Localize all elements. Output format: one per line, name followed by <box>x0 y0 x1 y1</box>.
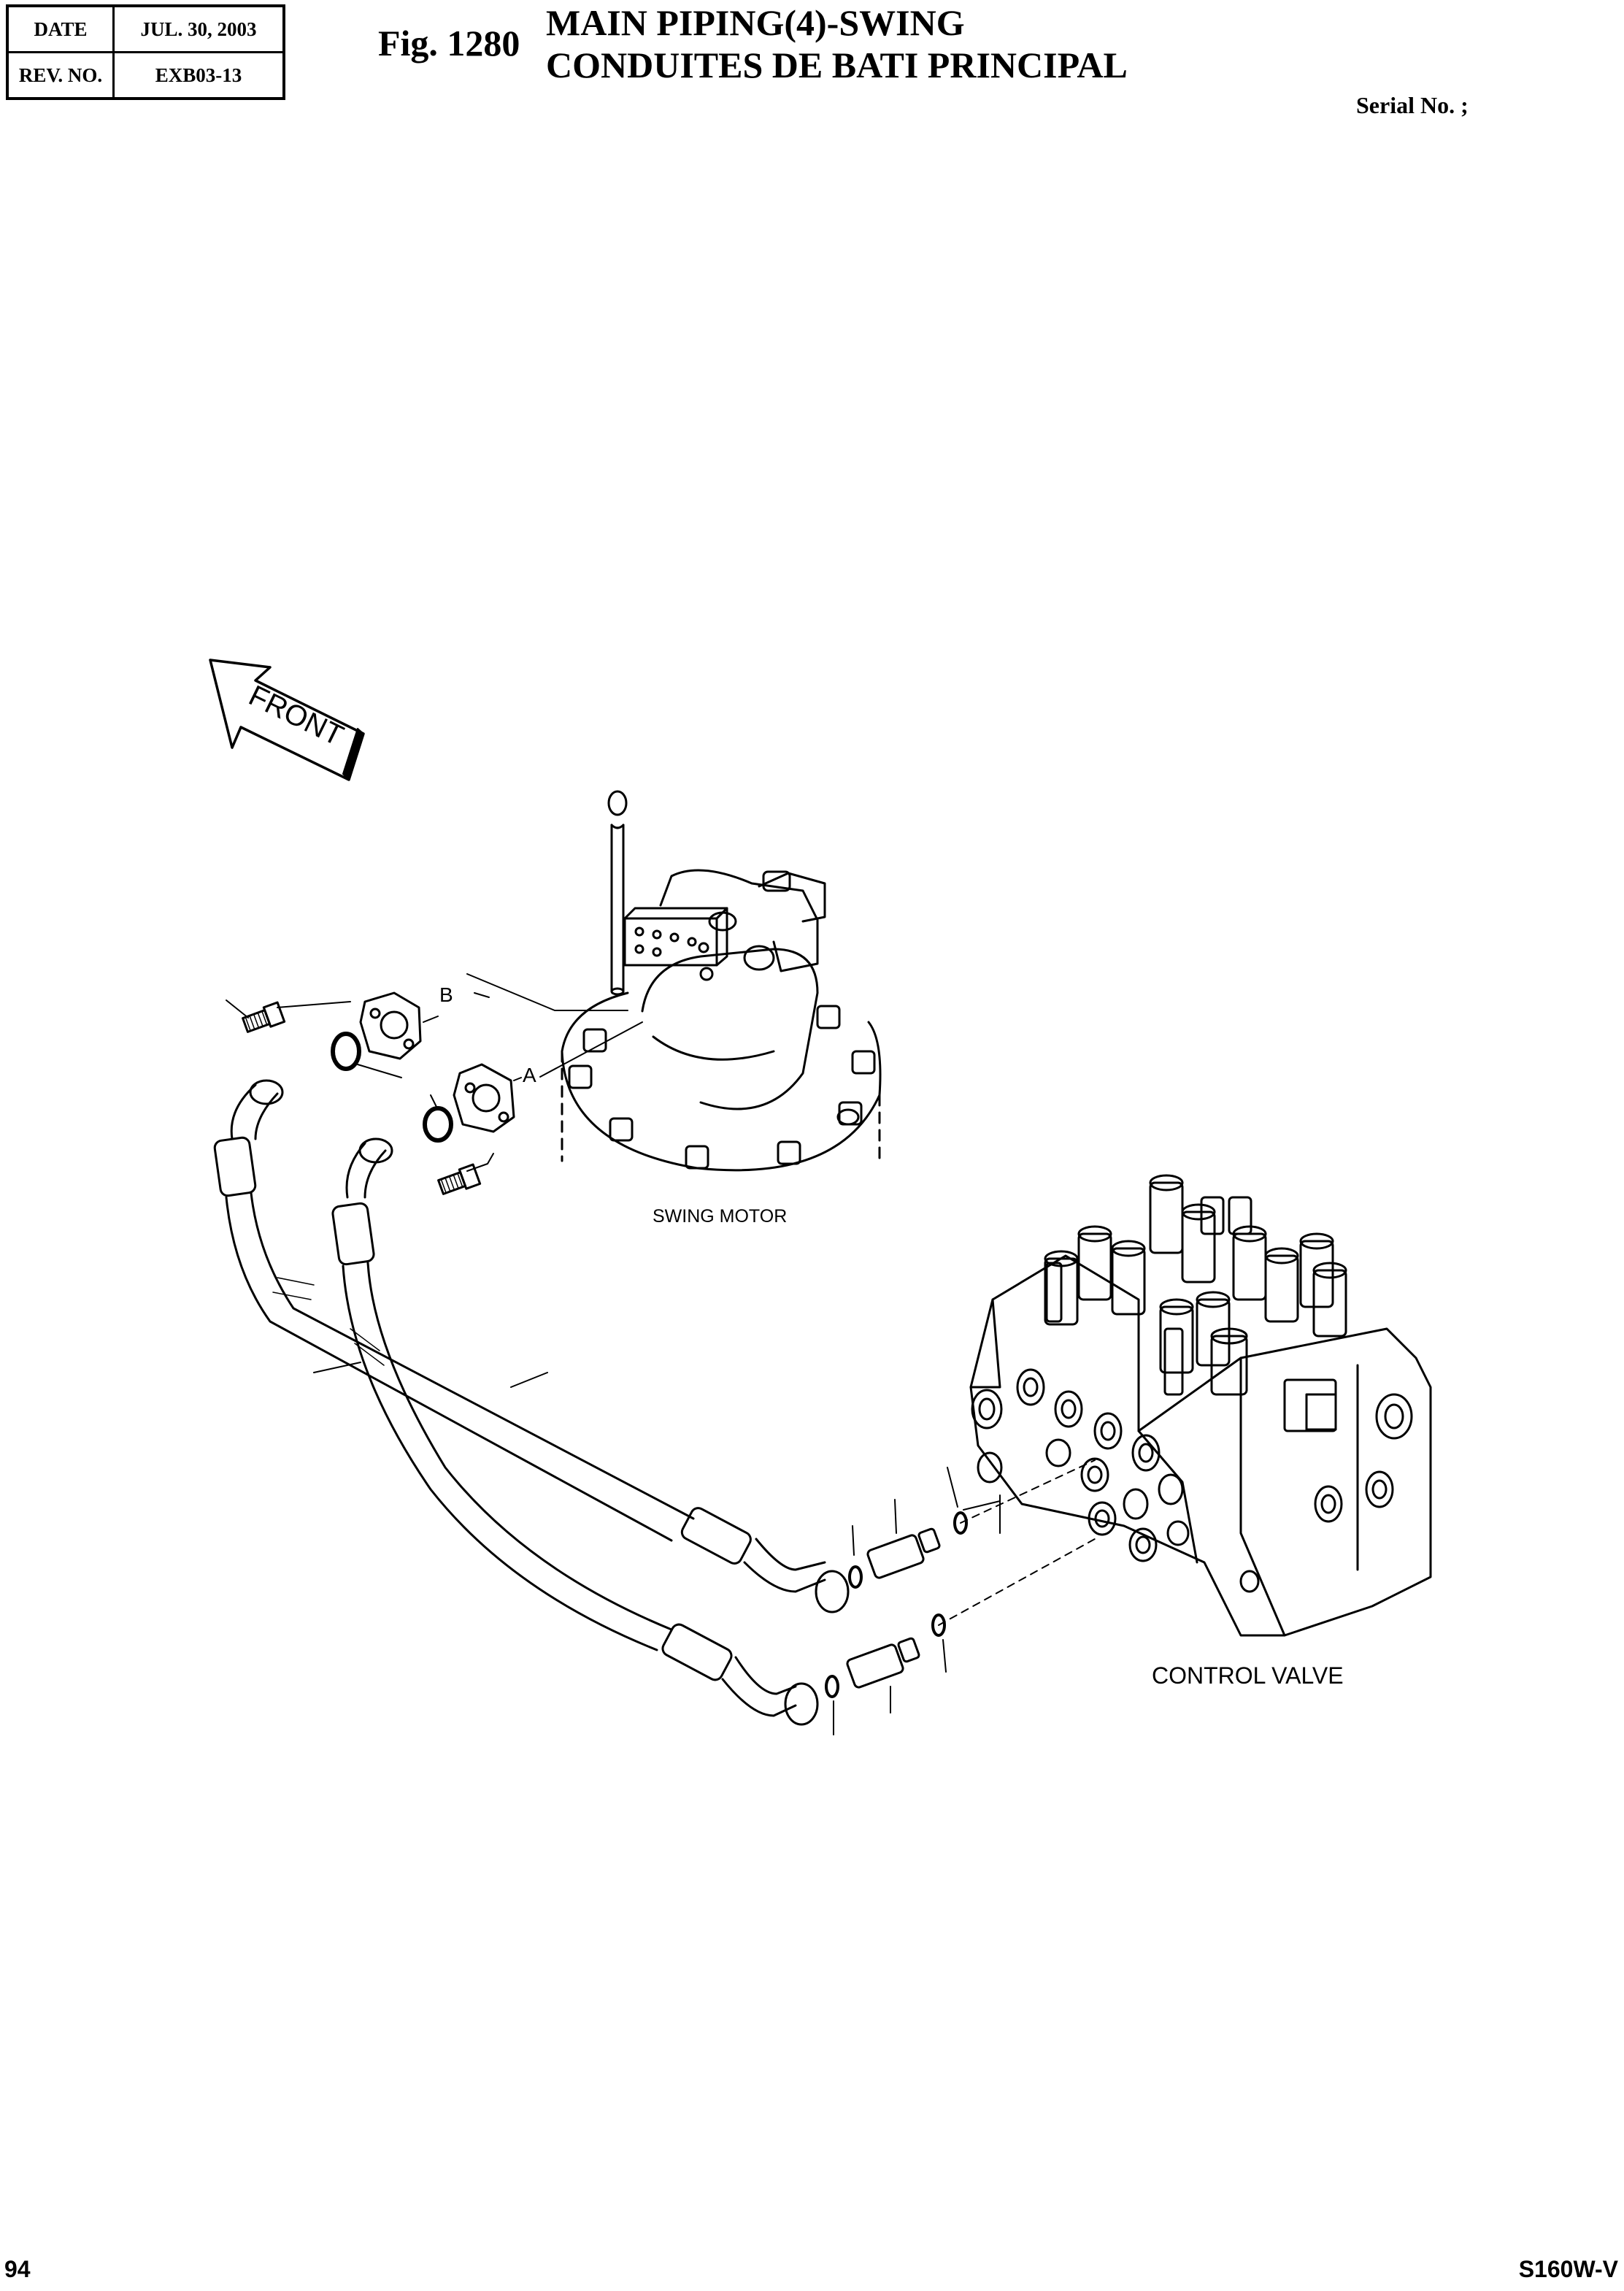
upper-flange-set <box>226 991 439 1078</box>
control-valve-drawing: CONTROL VALVE <box>963 1174 1432 1689</box>
swing-hose-1 <box>213 1079 850 1613</box>
page-number: 94 <box>4 2256 31 2282</box>
swing-hose-2 <box>331 1137 819 1726</box>
bolt-icon <box>437 1163 482 1195</box>
swing-motor-drawing: SWING MOTOR <box>466 790 882 1227</box>
model-code: S160W-V <box>1518 2256 1618 2282</box>
title-english: MAIN PIPING(4)-SWING <box>546 2 965 43</box>
adapter-lower <box>825 1613 947 1735</box>
lower-flange-set <box>423 1063 522 1195</box>
swing-motor-label: SWING MOTOR <box>653 1206 787 1227</box>
revision-table: DATE JUL. 30, 2003 REV. NO. EXB03-13 <box>6 4 285 100</box>
port-b-label: B <box>439 983 453 1006</box>
rev-label: REV. NO. <box>6 51 115 100</box>
rev-value: EXB03-13 <box>112 51 285 100</box>
valve-ports <box>971 1368 1413 1593</box>
o-ring-icon <box>423 1106 453 1143</box>
serial-number: Serial No. ; <box>1356 92 1469 118</box>
front-arrow-icon: FRONT <box>209 659 365 781</box>
control-valve-label: CONTROL VALVE <box>1152 1662 1344 1689</box>
bolt-icon <box>242 1001 286 1033</box>
date-label: DATE <box>6 4 115 53</box>
port-a-label: A <box>523 1064 536 1086</box>
date-value: JUL. 30, 2003 <box>112 4 285 53</box>
o-ring-icon <box>331 1032 361 1071</box>
title-french: CONDUITES DE BATI PRINCIPAL <box>546 45 1128 85</box>
flange-bolts <box>568 1005 876 1170</box>
spool-caps <box>1044 1174 1347 1432</box>
figure-number: Fig. 1280 <box>378 23 520 64</box>
adapter-upper <box>848 1467 968 1589</box>
